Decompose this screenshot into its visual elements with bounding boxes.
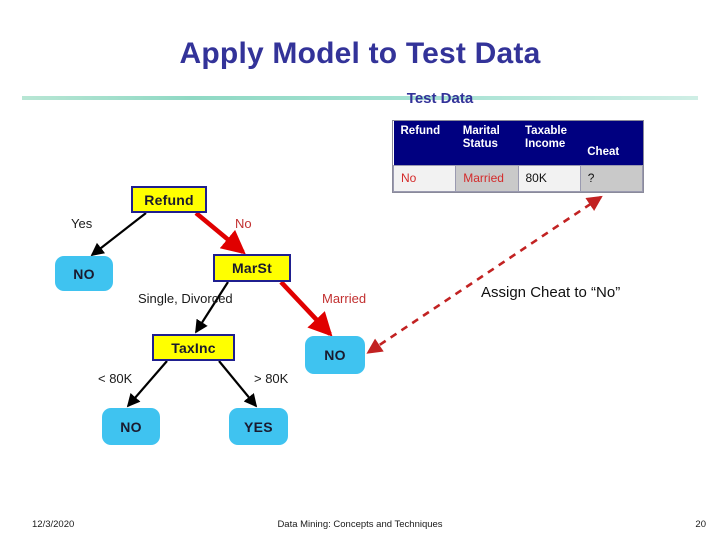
cell-refund: No	[392, 165, 457, 192]
edge-taxinc-gt80k	[218, 360, 258, 408]
edge-marst-single-divorced	[195, 281, 229, 334]
tree-node-label: TaxInc	[171, 339, 216, 356]
edge-refund-yes	[90, 212, 147, 257]
edge-label-marst-married: Married	[322, 291, 367, 306]
prediction-annotation: Assign Cheat to “No”	[481, 284, 621, 301]
column-header-refund: Refund	[393, 121, 456, 166]
column-header-taxable-income: Taxable Income	[518, 121, 581, 166]
tree-node-taxinc[interactable]: TaxInc	[152, 334, 235, 361]
edge-taxinc-lt80k	[126, 360, 168, 408]
cell-cheat: ?	[579, 165, 644, 192]
prediction-connector-arrow	[366, 195, 603, 354]
tree-leaf-married-no[interactable]: NO	[305, 336, 365, 374]
tree-node-label: MarSt	[232, 260, 272, 276]
test-data-table: Refund Marital Status Taxable Income Che…	[392, 121, 644, 192]
footer-date: 12/3/2020	[32, 519, 75, 530]
edge-label-refund-no: No	[235, 216, 252, 231]
title-divider-rule	[22, 96, 698, 100]
tree-leaf-refund-yes[interactable]: NO	[55, 256, 113, 291]
footer-page-number: 20	[695, 519, 706, 530]
tree-leaf-income-high-yes[interactable]: YES	[229, 408, 288, 445]
cell-taxable-income: 80K	[517, 165, 581, 192]
tree-leaf-label: NO	[73, 265, 95, 282]
edge-label-taxinc-lt80k: < 80K	[98, 371, 133, 386]
tree-node-refund[interactable]: Refund	[131, 186, 207, 213]
table-row: No Married 80K ?	[392, 165, 644, 192]
tree-leaf-income-low-no[interactable]: NO	[102, 408, 160, 445]
tree-leaf-label: NO	[324, 347, 346, 363]
tree-leaf-label: NO	[120, 418, 142, 435]
edge-label-refund-yes: Yes	[71, 216, 93, 231]
edge-label-taxinc-gt80k: > 80K	[254, 371, 289, 386]
footer-book-title: Data Mining: Concepts and Techniques	[277, 519, 443, 530]
page-title: Apply Model to Test Data	[179, 37, 541, 70]
tree-leaf-label: YES	[244, 418, 273, 435]
tree-node-marst[interactable]: MarSt	[213, 254, 291, 282]
column-header-marital-status: Marital Status	[455, 121, 518, 166]
test-data-caption: Test Data	[406, 90, 474, 107]
column-header-cheat: Cheat	[580, 121, 643, 166]
edge-marst-married	[279, 280, 333, 337]
cell-marital-status: Married	[455, 165, 519, 192]
table-header-row: Refund Marital Status Taxable Income Che…	[393, 121, 643, 166]
tree-node-label: Refund	[144, 191, 194, 208]
edge-label-marst-single-divorced: Single, Divorced	[138, 291, 233, 306]
